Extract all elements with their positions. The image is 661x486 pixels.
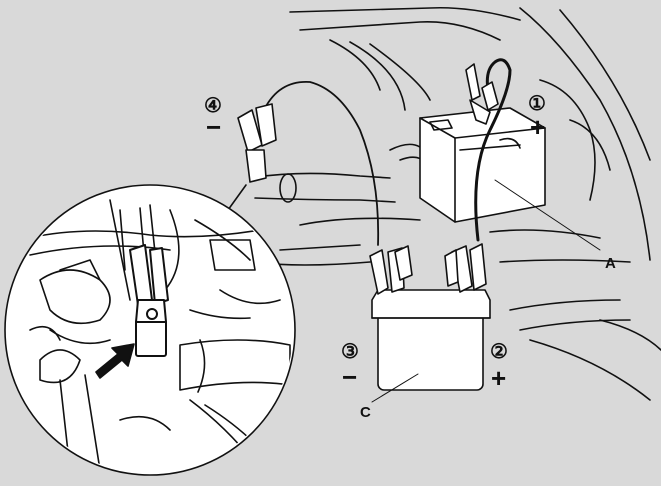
- booster-clamps-negative: [370, 246, 412, 294]
- label-plus-1: +: [530, 112, 545, 142]
- leader-A: [495, 180, 600, 250]
- label-plus-2: +: [491, 363, 506, 393]
- label-C: C: [360, 404, 371, 421]
- vehicle-battery-A: [420, 108, 545, 222]
- hoses: [250, 144, 432, 202]
- label-A: A: [605, 255, 616, 272]
- booster-clamps-positive: [445, 244, 486, 292]
- negative-clamp-engine: [238, 104, 276, 182]
- negative-cable: [265, 82, 378, 245]
- inset-detail: [5, 185, 295, 475]
- booster-battery-C: [372, 290, 490, 390]
- label-minus-3: −: [342, 362, 357, 392]
- label-step-2: ②: [490, 341, 508, 363]
- label-step-3: ③: [341, 341, 359, 363]
- label-minus-4: −: [206, 112, 221, 142]
